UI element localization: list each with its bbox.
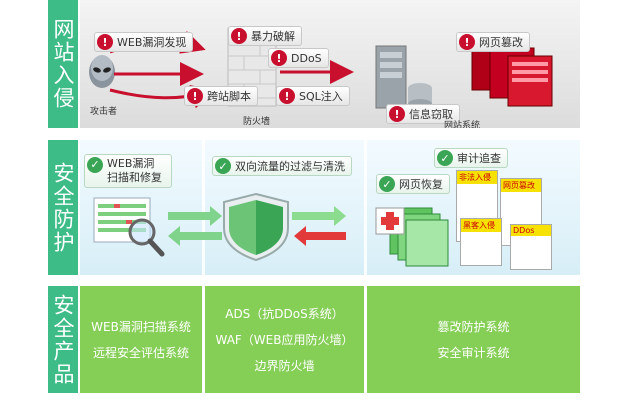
check-icon: ✓ — [215, 158, 231, 174]
audit-label: ✓ 审计追查 — [434, 148, 508, 168]
intrusion-panel: ! WEB漏洞发现 ! 暴力破解 ! DDoS ! 跨站脚本 ! SQL注入 !… — [80, 0, 580, 128]
firewall-caption: 防火墙 — [243, 117, 271, 127]
alert-brute-text: 暴力破解 — [251, 30, 295, 43]
label-products: 安全产品 — [48, 286, 78, 393]
alert-tamper-text: 网页篡改 — [479, 36, 523, 49]
alert-sql: ! SQL注入 — [276, 86, 350, 106]
label-products-text: 安全产品 — [51, 293, 75, 386]
product-item: ADS（抗DDoS系统） — [225, 306, 344, 321]
products-col-scan: WEB漏洞扫描系统 远程安全评估系统 — [80, 286, 202, 393]
attacker-icon — [89, 55, 115, 88]
alert-web-vuln-text: WEB漏洞发现 — [117, 36, 187, 49]
alert-icon: ! — [459, 34, 475, 50]
alert-brute: ! 暴力破解 — [228, 26, 302, 46]
site-caption: 网站系统 — [444, 121, 481, 128]
restore-pages-icon — [375, 207, 449, 267]
alert-icon: ! — [279, 88, 295, 104]
scan-label: ✓ WEB漏洞扫描和修复 — [84, 154, 172, 188]
attacker-caption: 攻击者 — [90, 107, 118, 117]
product-item: 远程安全评估系统 — [92, 345, 189, 360]
alert-xss-text: 跨站脚本 — [207, 90, 251, 103]
shield-icon — [223, 192, 289, 262]
label-defense-text: 安全防护 — [51, 161, 75, 254]
restore-label: ✓ 网页恢复 — [376, 174, 450, 194]
check-icon: ✓ — [437, 150, 453, 166]
server-icon — [375, 45, 432, 109]
label-intrusion: 网站入侵 — [48, 0, 78, 128]
label-intrusion-text: 网站入侵 — [51, 18, 75, 110]
alert-icon: ! — [271, 50, 287, 66]
intrusion-illustration — [89, 27, 553, 109]
products-col-tamper: 篡改防护系统 安全审计系统 — [367, 286, 580, 393]
products-col-defense: ADS（抗DDoS系统） WAF（WEB应用防火墙） 边界防火墙 — [205, 286, 364, 393]
audit-page-card: 黑客入侵 — [460, 218, 502, 266]
magnifier-icon — [128, 218, 165, 257]
product-item: 篡改防护系统 — [437, 319, 510, 334]
defense-divider — [202, 140, 205, 275]
alert-ddos: ! DDoS — [268, 48, 329, 68]
alert-icon: ! — [389, 106, 405, 122]
alert-theft: ! 信息窃取 — [386, 104, 460, 124]
audit-page-header: 网页篡改 — [501, 179, 541, 192]
product-item: WEB漏洞扫描系统 — [91, 319, 191, 334]
audit-page-header: 非法入侵 — [457, 171, 497, 184]
alert-tamper: ! 网页篡改 — [456, 32, 530, 52]
defense-illustration — [93, 192, 449, 267]
alert-web-vuln: ! WEB漏洞发现 — [94, 32, 194, 52]
alert-ddos-text: DDoS — [291, 51, 322, 65]
alert-icon: ! — [97, 34, 113, 50]
audit-label-text: 审计追查 — [457, 152, 501, 165]
filter-label-text: 双向流量的过滤与清洗 — [235, 160, 345, 173]
alert-xss: ! 跨站脚本 — [184, 86, 258, 106]
alert-sql-text: SQL注入 — [299, 90, 343, 103]
check-icon: ✓ — [87, 157, 103, 173]
audit-page-header: DDos — [511, 225, 551, 236]
audit-page-header: 黑客入侵 — [461, 219, 501, 232]
defense-divider — [364, 140, 367, 275]
alert-theft-text: 信息窃取 — [409, 108, 453, 121]
label-defense: 安全防护 — [48, 140, 78, 275]
product-item: WAF（WEB应用防火墙） — [215, 332, 354, 347]
audit-page-card: DDos — [510, 224, 552, 270]
defense-panel: ✓ WEB漏洞扫描和修复 ✓ 双向流量的过滤与清洗 ✓ 网页恢复 ✓ 审计追查 … — [80, 140, 580, 275]
restore-label-text: 网页恢复 — [399, 178, 443, 191]
alert-icon: ! — [187, 88, 203, 104]
filter-label: ✓ 双向流量的过滤与清洗 — [212, 156, 352, 176]
scan-label-text: WEB漏洞扫描和修复 — [107, 157, 162, 184]
alert-icon: ! — [231, 28, 247, 44]
product-item: 边界防火墙 — [254, 358, 315, 373]
check-icon: ✓ — [379, 176, 395, 192]
product-item: 安全审计系统 — [437, 345, 510, 360]
